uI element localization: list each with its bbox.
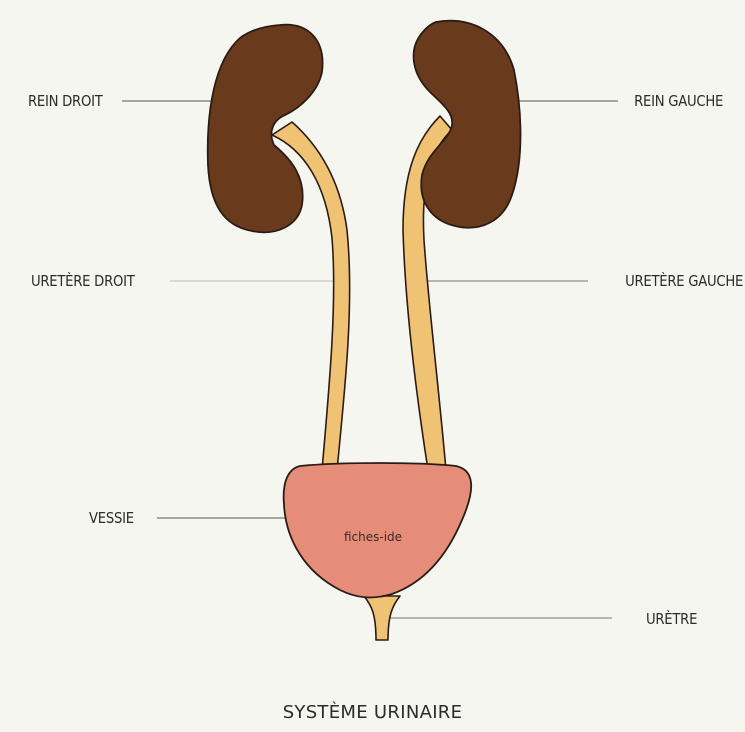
label-vessie: VESSIE	[89, 509, 134, 527]
diagram-title: SYSTÈME URINAIRE	[0, 702, 745, 723]
label-rein-gauche: REIN GAUCHE	[634, 92, 723, 110]
label-uretre: URÈTRE	[646, 610, 697, 628]
rein-gauche-shape	[414, 21, 521, 228]
label-uretere-gauche: URETÈRE GAUCHE	[625, 272, 743, 290]
label-uretere-droit: URETÈRE DROIT	[31, 272, 135, 290]
label-rein-droit: REIN DROIT	[28, 92, 103, 110]
rein-droit-shape	[208, 25, 323, 233]
watermark-text: fiches-ide	[344, 530, 402, 544]
